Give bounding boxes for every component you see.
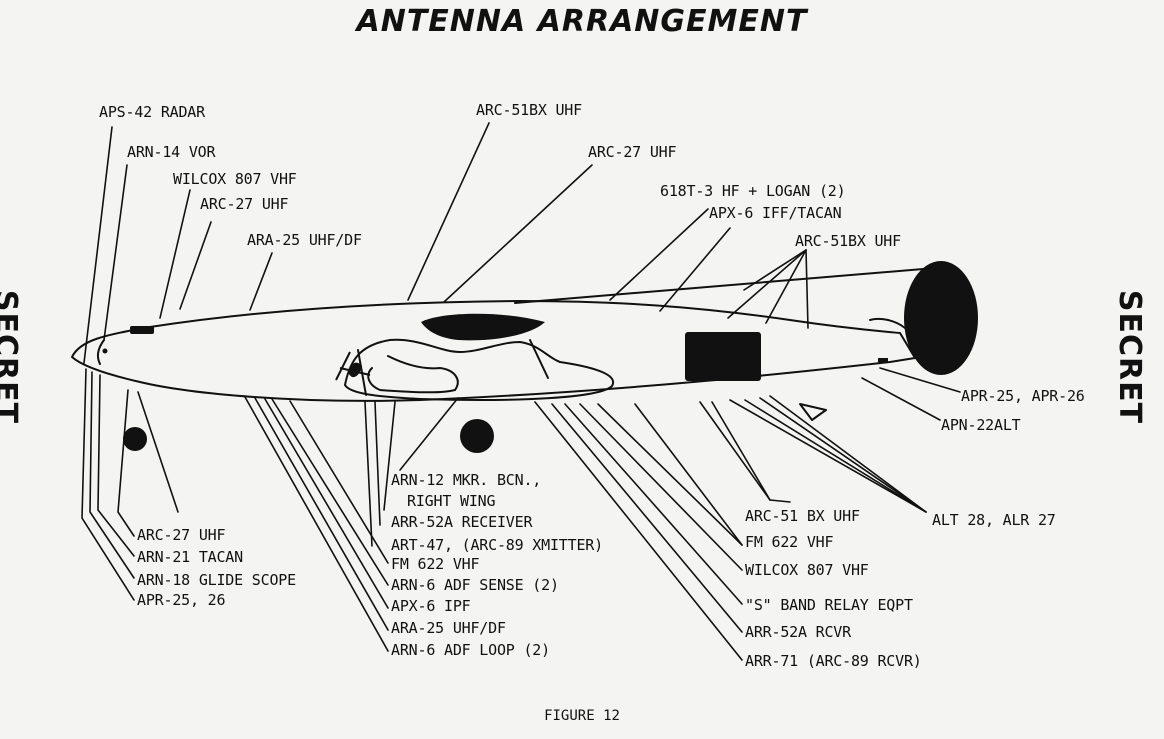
- radome-dish: [421, 313, 545, 341]
- label-arn6-sense: ARN-6 ADF SENSE (2): [391, 576, 559, 594]
- wing-outline: [344, 338, 615, 401]
- label-art47: ART-47, (ARC-89 XMITTER): [391, 536, 603, 554]
- tail-rotodome: [904, 261, 978, 375]
- label-wilcox-807-bottom: WILCOX 807 VHF: [745, 561, 869, 579]
- relay-equipment-block: [685, 332, 761, 381]
- label-arr71: ARR-71 (ARC-89 RCVR): [745, 652, 922, 670]
- label-apn22-alt: APN-22ALT: [941, 416, 1021, 434]
- label-aps42-radar: APS-42 RADAR: [99, 103, 205, 121]
- label-arn12-line2: RIGHT WING: [407, 492, 496, 510]
- label-fm622-right: FM 622 VHF: [745, 533, 834, 551]
- label-ara25-top: ARA-25 UHF/DF: [247, 231, 362, 249]
- label-arc27-bottom: ARC-27 UHF: [137, 526, 226, 544]
- label-arc51bx-tail: ARC-51BX UHF: [795, 232, 901, 250]
- label-arn12-line1: ARN-12 MKR. BCN.,: [391, 471, 542, 489]
- label-apr25-bottom: APR-25, 26: [137, 591, 226, 609]
- label-wilcox-807-top: WILCOX 807 VHF: [173, 170, 297, 188]
- label-618t3-hf: 618T-3 HF + LOGAN (2): [660, 182, 846, 200]
- figure-caption: FIGURE 12: [544, 708, 620, 724]
- label-apx6-ipf: APX-6 IPF: [391, 597, 471, 615]
- secret-stamp-left-text: SECRET: [0, 289, 24, 425]
- label-apx6-iff: APX-6 IFF/TACAN: [709, 204, 842, 222]
- diagram-title: ANTENNA ARRANGEMENT: [356, 4, 808, 39]
- secret-stamp-right-text: SECRET: [1112, 289, 1148, 425]
- label-arr52a-rcvr: ARR-52A RCVR: [745, 623, 851, 641]
- left-pod-marker: [123, 427, 147, 451]
- label-s-band-relay: "S" BAND RELAY EQPT: [745, 596, 913, 614]
- secret-stamp-right: SECRET: [1112, 272, 1164, 442]
- propeller: [348, 362, 362, 378]
- label-arn14-vor: ARN-14 VOR: [127, 143, 216, 161]
- label-arc27-top-mid: ARC-27 UHF: [588, 143, 677, 161]
- fuselage-outline: [71, 300, 916, 402]
- label-fm622-left: FM 622 VHF: [391, 555, 480, 573]
- label-ara25-bottom: ARA-25 UHF/DF: [391, 619, 506, 637]
- label-arn21-tacan: ARN-21 TACAN: [137, 548, 243, 566]
- wing-pod-marker: [460, 419, 494, 453]
- label-arn6-loop: ARN-6 ADF LOOP (2): [391, 641, 550, 659]
- secret-stamp-left: SECRET: [0, 272, 40, 442]
- label-alt28-alr27: ALT 28, ALR 27: [932, 511, 1056, 529]
- label-apr25-apr26: APR-25, APR-26: [961, 387, 1085, 405]
- label-arc51bx-top: ARC-51BX UHF: [476, 101, 582, 119]
- label-arr52a-receiver: ARR-52A RECEIVER: [391, 513, 533, 531]
- label-arc27-top-left: ARC-27 UHF: [200, 195, 289, 213]
- label-arc51bx-bottom: ARC-51 BX UHF: [745, 507, 860, 525]
- label-arn18-glide: ARN-18 GLIDE SCOPE: [137, 571, 296, 589]
